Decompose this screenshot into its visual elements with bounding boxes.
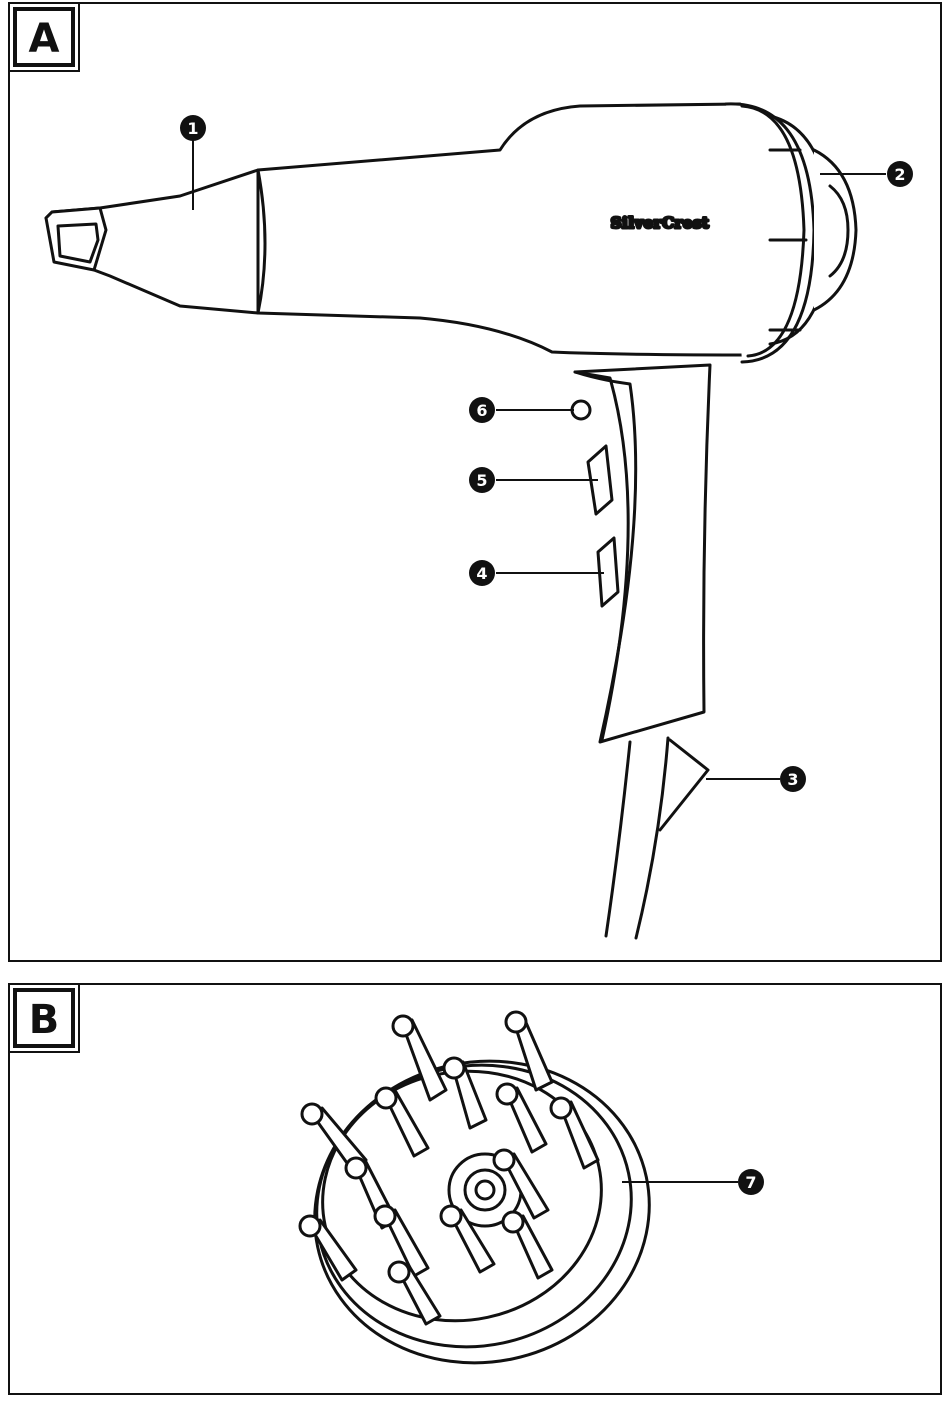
- callout-7: 7: [738, 1169, 764, 1195]
- finger-tip: [494, 1150, 514, 1170]
- diffuser-illustration: [286, 1012, 677, 1394]
- finger-tip: [441, 1206, 461, 1226]
- finger-tip: [389, 1262, 409, 1282]
- callout-6: 6: [469, 397, 495, 423]
- finger-tip: [444, 1058, 464, 1078]
- callout-4-label: 4: [476, 564, 487, 583]
- finger-tip: [393, 1016, 413, 1036]
- finger-tip: [506, 1012, 526, 1032]
- handle-outline: [575, 365, 710, 742]
- callout-3: 3: [780, 766, 806, 792]
- callout-4: 4: [469, 560, 495, 586]
- finger-tip: [497, 1084, 517, 1104]
- finger-tip: [551, 1098, 571, 1118]
- callout-5: 5: [469, 467, 495, 493]
- callout-2-label: 2: [894, 165, 905, 184]
- callout-2: 2: [887, 161, 913, 187]
- finger-tip: [300, 1216, 320, 1236]
- callout-7-label: 7: [745, 1173, 756, 1192]
- finger-tip: [302, 1104, 322, 1124]
- finger-tip: [346, 1158, 366, 1178]
- brand-logo: SilverCrest: [611, 214, 710, 232]
- power-cord: [606, 738, 668, 938]
- callout-1-label: 1: [187, 119, 198, 138]
- hair-dryer-illustration: SilverCrest: [46, 104, 856, 938]
- panel-a-label: A: [29, 16, 60, 62]
- finger-tip: [503, 1212, 523, 1232]
- finger-tip: [375, 1206, 395, 1226]
- callout-5-label: 5: [476, 471, 487, 490]
- callout-6-label: 6: [476, 401, 487, 420]
- panel-b-label: B: [29, 997, 60, 1043]
- callout-1: 1: [180, 115, 206, 141]
- finger-tip: [376, 1088, 396, 1108]
- cool-shot-button: [572, 401, 590, 419]
- callout-3-label: 3: [787, 770, 798, 789]
